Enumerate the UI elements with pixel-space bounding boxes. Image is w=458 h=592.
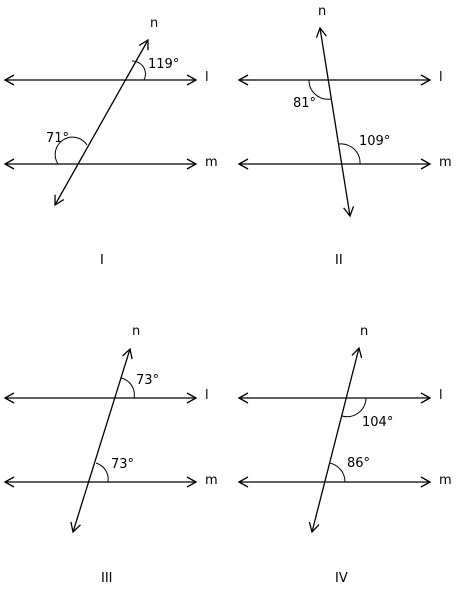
diagram-i: n l m 119° 71° I xyxy=(3,16,218,268)
angle-label: 73° xyxy=(136,373,159,388)
line-l-label: l xyxy=(439,388,443,403)
transversal-n xyxy=(315,26,355,218)
angle-label: 104° xyxy=(362,415,393,430)
angle-arc xyxy=(328,462,346,483)
diagram-iv: n l m 104° 86° IV xyxy=(237,324,452,586)
transversal-n xyxy=(70,347,133,534)
angle-arc xyxy=(95,462,109,483)
angle-label: 109° xyxy=(359,134,390,149)
transversal-n xyxy=(308,346,363,534)
diagram-caption: IV xyxy=(335,571,348,586)
angle-arc xyxy=(131,60,146,81)
line-m-label: m xyxy=(439,155,452,170)
angle-label: 81° xyxy=(293,96,316,111)
angle-arc xyxy=(308,79,332,100)
line-m-label: m xyxy=(439,473,452,488)
diagram-iii: n l m 73° 73° III xyxy=(3,324,218,586)
diagram-caption: III xyxy=(101,571,113,586)
diagram-ii: n l m 81° 109° II xyxy=(237,4,452,268)
line-l-label: l xyxy=(205,388,209,403)
transversal-label: n xyxy=(318,4,326,19)
line-l-label: l xyxy=(439,70,443,85)
diagram-caption: I xyxy=(100,253,104,268)
line-m-label: m xyxy=(205,155,218,170)
line-m-label: m xyxy=(205,473,218,488)
line-l-label: l xyxy=(205,70,209,85)
angle-arc xyxy=(54,136,88,165)
angle-label: 119° xyxy=(148,57,179,72)
angle-arc xyxy=(341,397,367,418)
angle-label: 73° xyxy=(111,457,134,472)
diagram-caption: II xyxy=(335,253,343,268)
transversal-n xyxy=(54,38,149,207)
angle-arc xyxy=(338,143,361,165)
transversal-label: n xyxy=(150,16,158,31)
angle-arc xyxy=(120,377,135,399)
transversal-label: n xyxy=(360,324,368,339)
angle-label: 71° xyxy=(46,131,69,146)
transversal-label: n xyxy=(132,324,140,339)
angle-label: 86° xyxy=(347,456,370,471)
